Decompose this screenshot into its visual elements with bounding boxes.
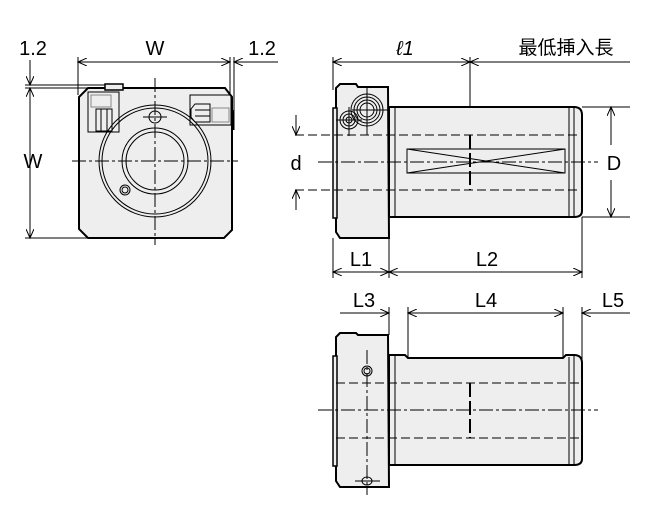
pin-hole-inner — [121, 186, 129, 194]
label-offset-right: 1.2 — [248, 38, 276, 60]
label-L3: L3 — [353, 290, 375, 312]
label-D: D — [607, 153, 621, 175]
screw-pocket-right — [189, 94, 232, 126]
keyway-slot — [406, 148, 566, 174]
side-flange-lip — [332, 107, 338, 219]
label-l1: ℓ1 — [395, 38, 414, 60]
front-side-tab — [231, 110, 234, 130]
side-flange — [335, 83, 391, 239]
bottom-view: L3 L4 L5 — [318, 290, 630, 495]
label-offset-left: 1.2 — [19, 38, 47, 60]
label-width-side: W — [24, 151, 43, 173]
label-d: d — [290, 153, 301, 175]
side-screw-head — [336, 86, 390, 136]
label-L5: L5 — [602, 290, 624, 312]
keyway-cross — [406, 148, 566, 174]
front-top-tab — [104, 83, 124, 91]
label-L4: L4 — [475, 290, 497, 312]
pin-hole — [119, 184, 131, 196]
front-view: W 1.2 1.2 W — [19, 38, 278, 245]
label-width-top: W — [146, 38, 165, 60]
label-L1: L1 — [350, 249, 372, 271]
bottom-flange-lip — [332, 355, 338, 467]
side-view: ℓ1 最低挿入長 — [290, 37, 630, 278]
label-min-insert-length: 最低挿入長 — [518, 37, 613, 59]
label-L2: L2 — [476, 249, 498, 271]
screw-pocket-left — [87, 91, 120, 133]
